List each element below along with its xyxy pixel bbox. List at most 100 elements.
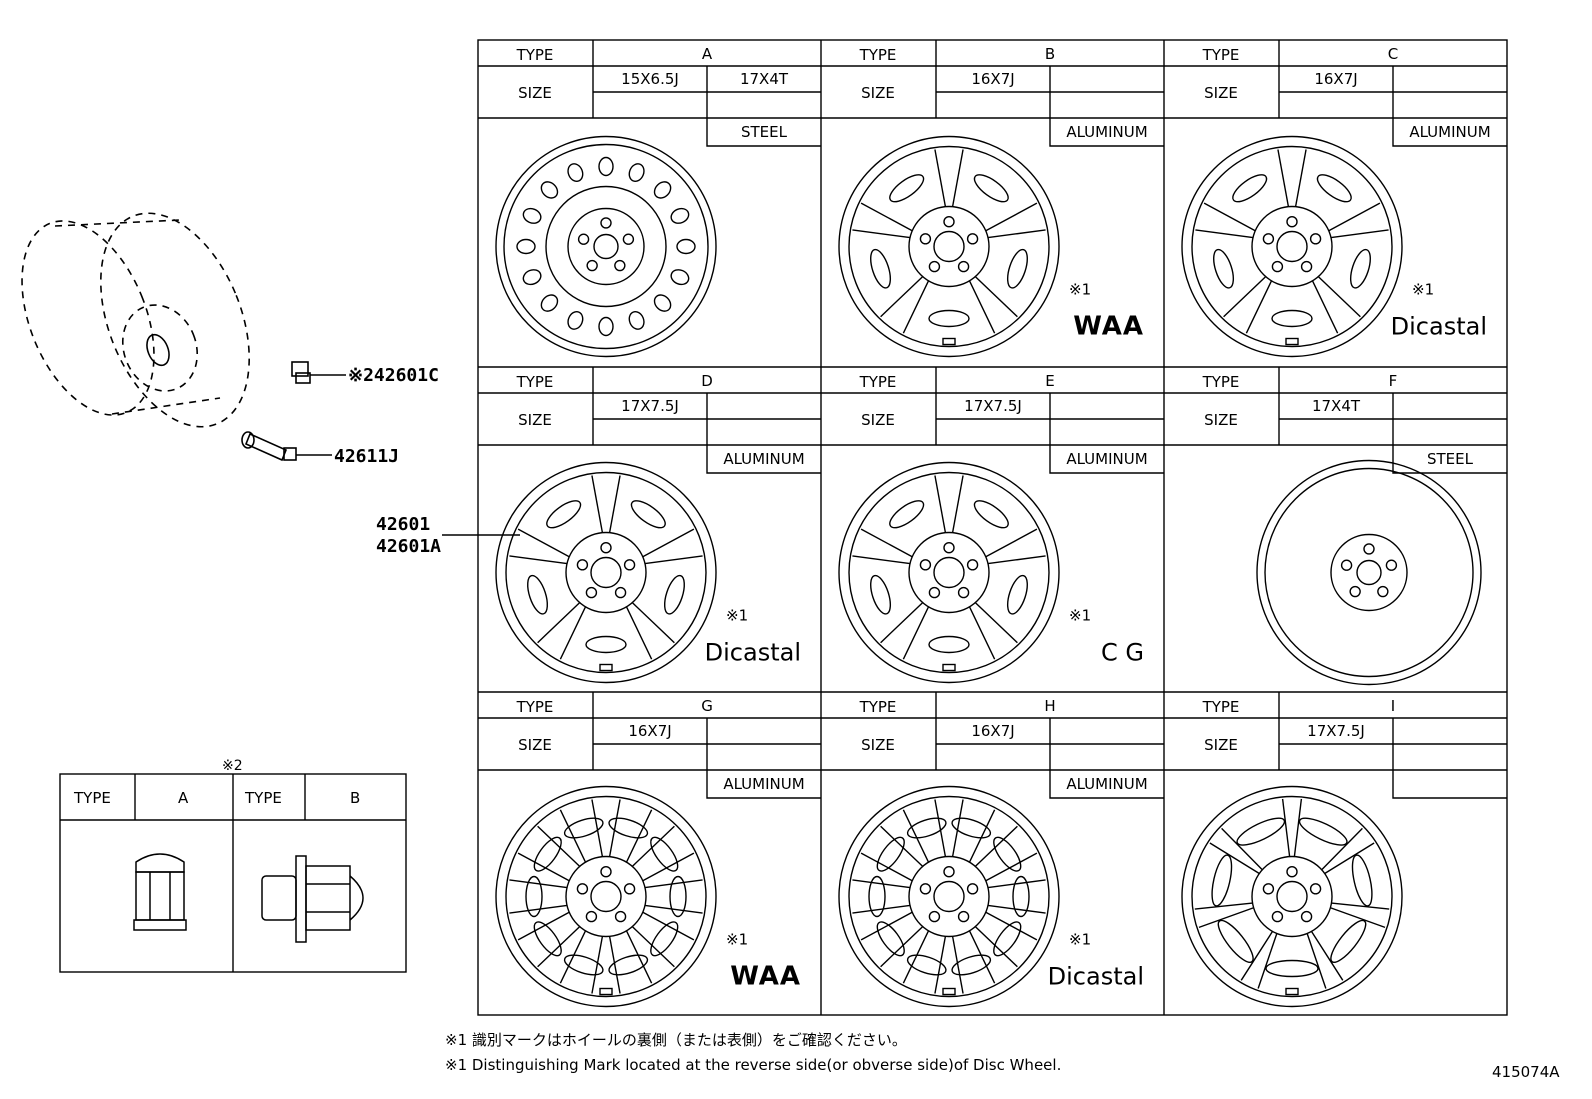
spoke-edge bbox=[644, 904, 703, 914]
nut-type-label-b: TYPE bbox=[244, 789, 282, 807]
spoke-edge bbox=[974, 602, 1018, 644]
lug-hole bbox=[928, 586, 941, 599]
spoke-edge bbox=[934, 475, 947, 533]
size-value: 16X7J bbox=[628, 722, 671, 740]
spoke-window bbox=[1006, 574, 1028, 615]
valve-hole bbox=[942, 987, 956, 996]
spoke-edge bbox=[968, 280, 996, 334]
material-label: ALUMINUM bbox=[1066, 450, 1147, 468]
spoke-window bbox=[1349, 248, 1371, 289]
spoke-edge bbox=[1293, 798, 1303, 857]
spoke-edge bbox=[1277, 149, 1290, 207]
spoke-edge bbox=[852, 904, 911, 914]
lug-hole bbox=[1309, 883, 1322, 895]
material-box bbox=[1392, 445, 1507, 474]
spoke-window bbox=[608, 817, 649, 839]
center-bore bbox=[1276, 230, 1308, 263]
spoke-window bbox=[533, 836, 562, 872]
spoke-edge bbox=[1330, 229, 1389, 239]
lug-hole bbox=[943, 542, 955, 554]
vent-hole bbox=[540, 181, 559, 199]
size-label: SIZE bbox=[1204, 736, 1238, 754]
vent-hole bbox=[598, 316, 614, 337]
spoke-edge bbox=[642, 528, 695, 558]
brand-mark: Dicastal bbox=[1391, 313, 1487, 341]
spoke-window bbox=[1330, 919, 1367, 964]
spoke-edge bbox=[902, 930, 930, 984]
lug-hole bbox=[957, 586, 970, 599]
lug-hole bbox=[1300, 910, 1313, 923]
lug-hole bbox=[585, 586, 598, 599]
figure-id: 415074A bbox=[1492, 1063, 1560, 1081]
lug-hole bbox=[600, 866, 612, 878]
wheel-rim-inner bbox=[1191, 795, 1393, 998]
spoke-edge bbox=[852, 229, 911, 239]
spoke-edge bbox=[1203, 202, 1256, 232]
spoke-edge bbox=[1281, 798, 1291, 857]
center-bore bbox=[1356, 559, 1382, 586]
vent-hole bbox=[676, 238, 696, 255]
wheel-part-number: 42601 bbox=[376, 514, 430, 535]
note-japanese: ※1 識別マークはホイールの裏側（または表側）をご確認ください。 bbox=[445, 1031, 907, 1049]
wheel-drawing bbox=[838, 461, 1060, 684]
spoke-edge bbox=[974, 825, 1018, 867]
spoke-edge bbox=[517, 528, 570, 558]
lug-hole bbox=[585, 910, 598, 923]
flange-nut-icon bbox=[261, 855, 364, 943]
lug-hole bbox=[576, 559, 589, 571]
type-value: F bbox=[1389, 372, 1398, 390]
material-label: ALUMINUM bbox=[723, 775, 804, 793]
material-box bbox=[1049, 445, 1164, 474]
spoke-edge bbox=[608, 799, 621, 857]
spoke-edge bbox=[968, 930, 996, 984]
type-value: H bbox=[1044, 697, 1055, 715]
wheel-rim-inner bbox=[848, 471, 1050, 674]
valve-stem-icon bbox=[241, 431, 332, 462]
lug-hole bbox=[966, 559, 979, 571]
lug-hole bbox=[1385, 559, 1398, 571]
size-value: 17X7.5J bbox=[1307, 722, 1365, 740]
center-bore bbox=[590, 880, 622, 913]
spoke-window bbox=[563, 954, 604, 976]
lug-hole bbox=[600, 217, 612, 229]
spoke-edge bbox=[902, 280, 930, 334]
wheel-rim-inner bbox=[505, 471, 707, 674]
hub bbox=[567, 207, 645, 286]
type-label: TYPE bbox=[859, 373, 897, 391]
material-label: ALUMINUM bbox=[1409, 123, 1490, 141]
spoke-edge bbox=[880, 926, 924, 968]
lug-nut-icon bbox=[291, 361, 346, 384]
material-box bbox=[706, 770, 821, 799]
material-box bbox=[1049, 770, 1164, 799]
spoke-edge bbox=[860, 202, 913, 232]
size-label: SIZE bbox=[861, 84, 895, 102]
lug-hole bbox=[586, 259, 598, 272]
size-value: 16X7J bbox=[971, 722, 1014, 740]
lug-hole bbox=[600, 542, 612, 554]
spoke-edge bbox=[987, 879, 1046, 889]
spoke-edge bbox=[559, 606, 587, 660]
type-label: TYPE bbox=[516, 698, 554, 716]
wheel-rim bbox=[1181, 785, 1403, 1008]
wheel-rim bbox=[838, 785, 1060, 1008]
vent-hole bbox=[522, 207, 542, 224]
valve-hole bbox=[1285, 987, 1299, 996]
wheel-table bbox=[477, 39, 1508, 1016]
wheel-part-number-alt: 42601A bbox=[376, 536, 441, 557]
vent-hole bbox=[540, 294, 559, 312]
lug-hole bbox=[943, 866, 955, 878]
lug-hole bbox=[1377, 585, 1389, 598]
spoke-window bbox=[1006, 248, 1028, 289]
lug-hole bbox=[1300, 260, 1313, 273]
lug-hole bbox=[1262, 233, 1275, 245]
spoke-window bbox=[1351, 854, 1373, 907]
spoke-window bbox=[546, 500, 582, 529]
lug-hole bbox=[614, 259, 626, 272]
vent-hole bbox=[670, 269, 690, 286]
nut-table bbox=[59, 773, 407, 973]
spoke-window bbox=[993, 921, 1022, 957]
spoke-window bbox=[585, 635, 627, 654]
